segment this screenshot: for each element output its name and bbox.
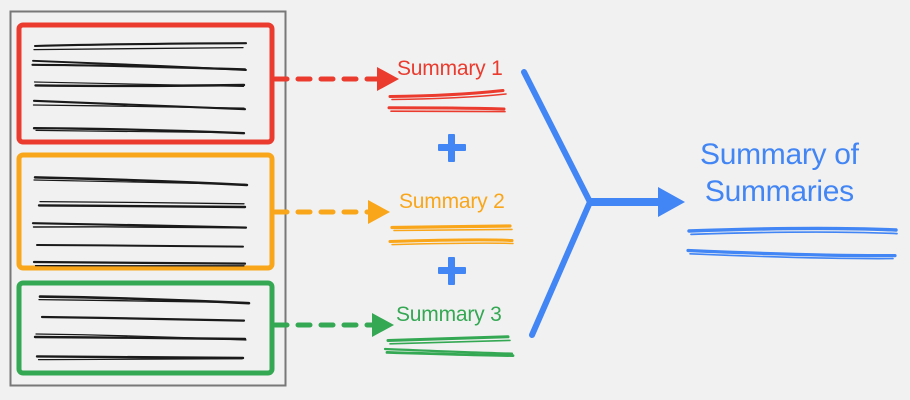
summary-3-label: Summary 3 <box>396 303 502 326</box>
summary-of-summaries-label: Summary of Summaries <box>700 136 859 210</box>
summary-of-summaries-underlines <box>686 226 898 260</box>
merge-arrow <box>521 69 685 338</box>
arrow-documents-to-summary-3 <box>272 313 394 337</box>
summary-1-underlines <box>387 89 507 113</box>
summary-3-underlines <box>383 335 515 357</box>
summary-2-label: Summary 2 <box>399 190 505 213</box>
document-group-2-border <box>16 152 275 271</box>
document-group-2[interactable] <box>16 152 275 271</box>
document-group-3-text-lines <box>33 295 251 361</box>
source-documents-container <box>9 10 287 387</box>
summary-of-summaries-label-line-1: Summary of <box>700 138 859 171</box>
plus-icon-1 <box>438 134 466 162</box>
arrow-documents-to-summary-1 <box>272 67 399 91</box>
summary-of-summaries-label-line-2: Summaries <box>704 175 854 208</box>
arrow-documents-to-summary-2 <box>272 200 390 224</box>
document-group-1[interactable] <box>16 22 275 145</box>
document-group-3-border <box>16 280 275 376</box>
summary-2-underlines <box>388 224 514 246</box>
document-group-2-text-lines <box>31 176 249 267</box>
plus-icon-2 <box>438 257 466 285</box>
document-group-3[interactable] <box>16 280 275 376</box>
document-group-1-border <box>16 22 275 145</box>
summary-1-label: Summary 1 <box>397 57 503 80</box>
document-group-1-text-lines <box>31 42 248 135</box>
